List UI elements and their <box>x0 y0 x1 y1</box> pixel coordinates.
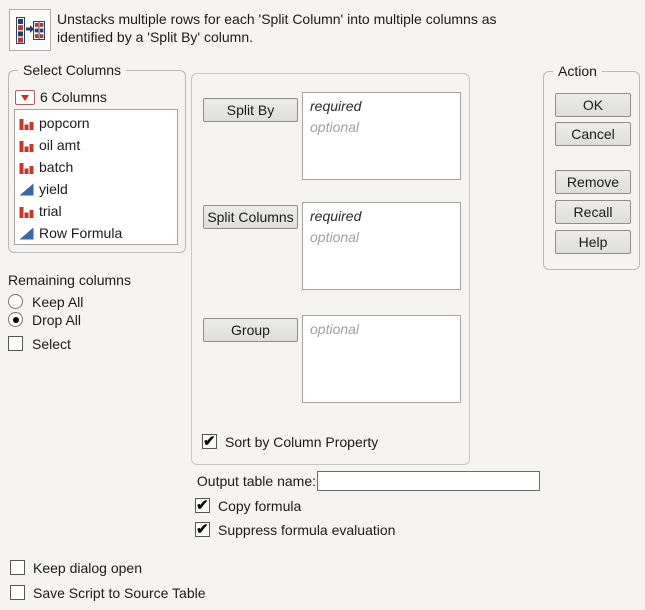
save-script-to-source-table-option[interactable]: Save Script to Source Table <box>10 584 206 601</box>
save-script-to-source-table-checkbox[interactable] <box>10 585 25 600</box>
keep-all-option[interactable]: Keep All <box>8 293 83 310</box>
select-label: Select <box>32 335 71 352</box>
help-button[interactable]: Help <box>555 230 631 254</box>
drop-all-option[interactable]: Drop All <box>8 311 81 328</box>
list-item[interactable]: trial <box>15 200 177 222</box>
list-item[interactable]: oil amt <box>15 134 177 156</box>
sort-by-column-property-option[interactable]: Sort by Column Property <box>202 432 379 450</box>
drop-all-label: Drop All <box>32 311 82 328</box>
dropdown-triangle-icon <box>21 94 29 101</box>
required-placeholder: required <box>310 208 362 224</box>
keep-dialog-open-option[interactable]: Keep dialog open <box>10 559 142 576</box>
copy-formula-checkbox[interactable] <box>195 496 210 514</box>
save-script-to-source-table-label: Save Script to Source Table <box>33 584 206 601</box>
optional-placeholder: optional <box>310 119 360 135</box>
nominal-column-icon <box>19 206 34 218</box>
remove-button[interactable]: Remove <box>555 170 631 194</box>
columns-list[interactable]: popcorn oil amt batch yield trial Row Fo… <box>14 109 178 245</box>
group-list[interactable]: optional <box>302 315 461 403</box>
select-option[interactable]: Select <box>8 335 71 352</box>
split-columns-list[interactable]: required optional <box>302 202 461 290</box>
select-columns-group-title: Select Columns <box>18 62 127 79</box>
suppress-formula-evaluation-option[interactable]: Suppress formula evaluation <box>195 520 396 538</box>
sort-by-column-property-label: Sort by Column Property <box>225 433 379 450</box>
continuous-column-icon <box>19 227 34 239</box>
split-by-list[interactable]: required optional <box>302 92 461 180</box>
suppress-formula-evaluation-checkbox[interactable] <box>195 520 210 538</box>
columns-count-label: 6 Columns <box>40 89 107 105</box>
split-table-icon <box>9 9 51 51</box>
drop-all-radio[interactable] <box>8 312 23 327</box>
split-table-icon-graphic <box>16 17 45 44</box>
recall-button[interactable]: Recall <box>555 200 631 224</box>
continuous-column-icon <box>19 183 34 195</box>
split-by-button[interactable]: Split By <box>203 98 298 122</box>
split-columns-button[interactable]: Split Columns <box>203 205 298 229</box>
dialog-description: Unstacks multiple rows for each 'Split C… <box>57 10 497 46</box>
column-label: yield <box>39 181 68 197</box>
select-columns-group: Select Columns <box>8 62 186 253</box>
column-label: batch <box>39 159 74 175</box>
optional-placeholder: optional <box>310 229 360 245</box>
column-label: Row Formula <box>39 225 123 241</box>
list-item[interactable]: batch <box>15 156 177 178</box>
action-group-title: Action <box>553 63 602 80</box>
columns-menu-button[interactable] <box>15 90 35 105</box>
copy-formula-option[interactable]: Copy formula <box>195 496 302 514</box>
copy-formula-label: Copy formula <box>218 497 302 514</box>
output-table-name-label: Output table name: <box>196 473 316 489</box>
column-label: trial <box>39 203 62 219</box>
list-item[interactable]: popcorn <box>15 112 177 134</box>
keep-dialog-open-checkbox[interactable] <box>10 560 25 575</box>
column-label: oil amt <box>39 137 81 153</box>
action-group: Action <box>543 63 640 270</box>
nominal-column-icon <box>19 118 34 130</box>
list-item[interactable]: yield <box>15 178 177 200</box>
keep-all-label: Keep All <box>32 293 84 310</box>
required-placeholder: required <box>310 98 362 114</box>
cancel-button[interactable]: Cancel <box>555 122 631 146</box>
optional-placeholder: optional <box>310 321 360 337</box>
output-table-name-input[interactable] <box>317 471 540 491</box>
column-label: popcorn <box>39 115 90 131</box>
cast-panel <box>191 73 470 465</box>
suppress-formula-evaluation-label: Suppress formula evaluation <box>218 521 396 538</box>
sort-by-column-property-checkbox[interactable] <box>202 432 217 450</box>
nominal-column-icon <box>19 162 34 174</box>
keep-dialog-open-label: Keep dialog open <box>33 559 142 576</box>
ok-button[interactable]: OK <box>555 93 631 117</box>
description-line-2: identified by a 'Split By' column. <box>57 29 253 45</box>
select-checkbox[interactable] <box>8 336 23 351</box>
description-line-1: Unstacks multiple rows for each 'Split C… <box>57 11 497 27</box>
group-button[interactable]: Group <box>203 318 298 342</box>
remaining-columns-label: Remaining columns <box>8 272 131 288</box>
list-item[interactable]: Row Formula <box>15 222 177 244</box>
nominal-column-icon <box>19 140 34 152</box>
keep-all-radio[interactable] <box>8 294 23 309</box>
